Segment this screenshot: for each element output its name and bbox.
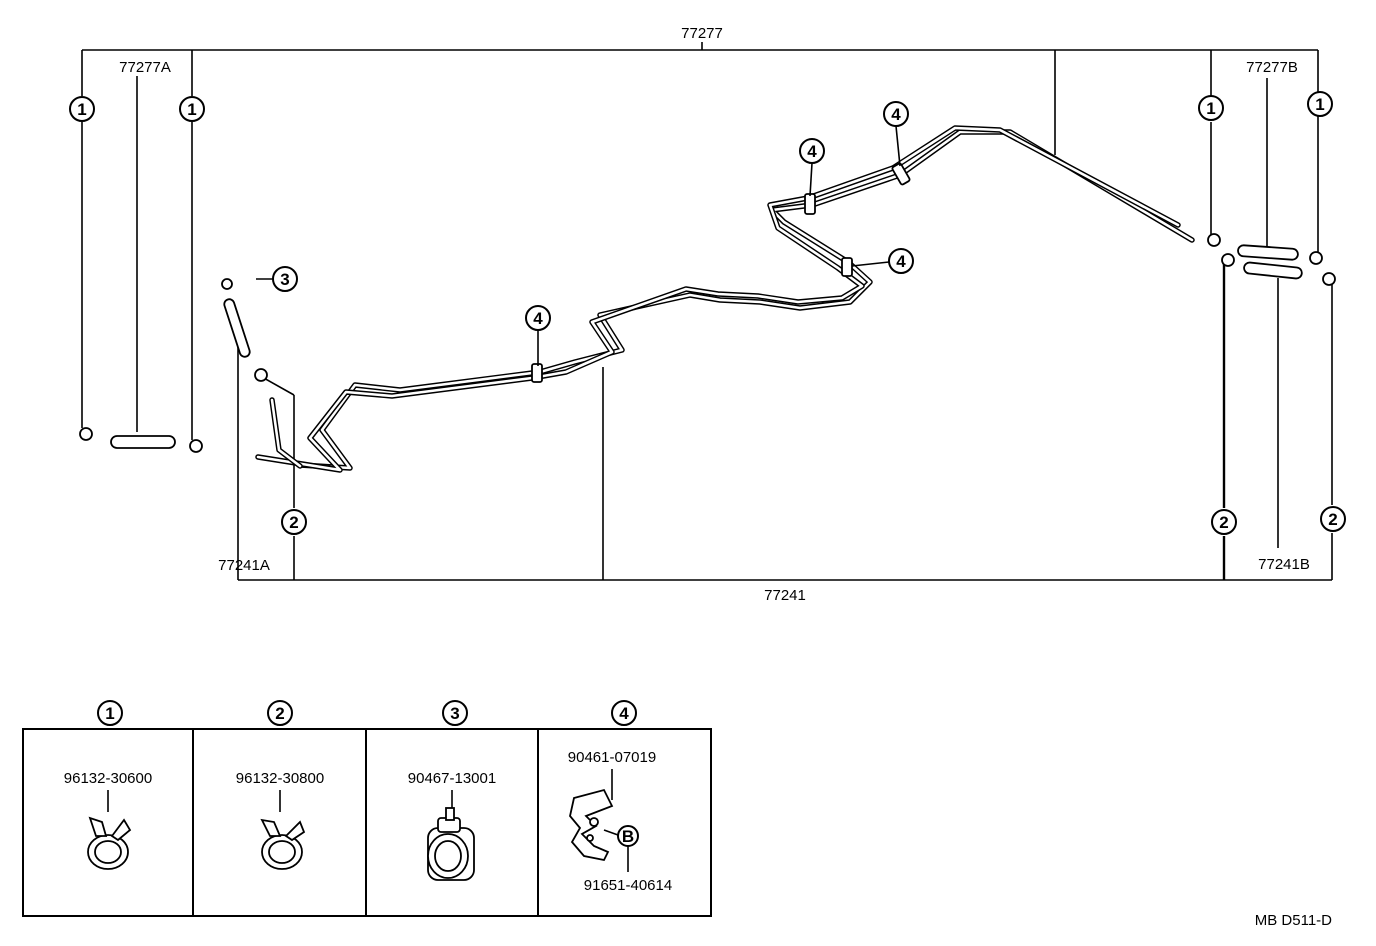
clip-left-b	[189, 439, 203, 453]
hose-clip-icon	[260, 818, 306, 870]
hose-77277a	[110, 435, 176, 449]
clip-right-d	[1322, 272, 1336, 286]
label-77277b: 77277B	[1246, 59, 1298, 76]
callout-2-left: 2	[281, 509, 307, 535]
clip-right-c	[1309, 251, 1323, 265]
clip-left-a	[79, 427, 93, 441]
svg-text:1: 1	[187, 100, 196, 119]
callout-4-a: 4	[525, 305, 551, 366]
callout-4-c: 4	[883, 101, 909, 167]
legend-header-3: 3	[442, 700, 468, 726]
svg-text:2: 2	[289, 513, 298, 532]
callout-1-left-b: 1	[179, 96, 205, 122]
svg-text:4: 4	[807, 142, 817, 161]
legend-header-1: 1	[97, 700, 123, 726]
svg-text:1: 1	[105, 704, 114, 723]
parts-legend-table: 1 2 3 4 96132-30600 96132-30800	[22, 700, 712, 917]
hose-77241b	[1243, 261, 1303, 280]
svg-text:B: B	[622, 827, 634, 846]
legend-part-3: 90467-13001	[408, 770, 496, 787]
svg-text:4: 4	[533, 309, 543, 328]
legend-part-4: 90461-07019	[568, 749, 656, 766]
legend-header-4: 4	[611, 700, 637, 726]
svg-text:2: 2	[1328, 510, 1337, 529]
svg-text:4: 4	[619, 704, 629, 723]
svg-text:2: 2	[1219, 513, 1228, 532]
callout-1-left-a: 1	[69, 96, 95, 122]
hose-fittings	[79, 233, 1336, 453]
short-tube	[223, 298, 251, 358]
svg-text:3: 3	[450, 704, 459, 723]
callout-2-right-a: 2	[1211, 509, 1237, 535]
svg-text:4: 4	[891, 105, 901, 124]
legend-part-2: 96132-30800	[236, 770, 324, 787]
svg-text:3: 3	[280, 270, 289, 289]
callout-2-right-b: 2	[1320, 506, 1346, 532]
legend-part-4-bolt: 91651-40614	[584, 877, 672, 894]
marker-b: B	[617, 825, 639, 847]
svg-text:1: 1	[77, 100, 86, 119]
callout-4-d: 4	[851, 248, 914, 274]
brake-tube-assembly	[255, 125, 1195, 473]
svg-text:4: 4	[896, 252, 906, 271]
label-77241b: 77241B	[1258, 556, 1310, 573]
callout-1-right-b: 1	[1307, 91, 1333, 117]
svg-text:1: 1	[1315, 95, 1324, 114]
legend-header-2: 2	[267, 700, 293, 726]
callout-1-right-a: 1	[1198, 95, 1224, 121]
hose-clip-icon	[87, 816, 132, 870]
svg-text:1: 1	[1206, 99, 1215, 118]
cap-fitting-icon	[427, 807, 475, 881]
clip-right-a	[1207, 233, 1221, 247]
callout-3: 3	[272, 266, 298, 292]
pipe-clips	[531, 162, 911, 383]
label-77241a: 77241A	[218, 557, 270, 574]
legend-part-1: 96132-30600	[64, 770, 152, 787]
cap-fitting	[221, 278, 233, 290]
svg-text:2: 2	[275, 704, 284, 723]
drawing-code: MB D511-D	[1255, 912, 1332, 929]
tube-bracket-lines	[237, 262, 1333, 581]
label-77241: 77241	[764, 587, 806, 604]
clip-right-b	[1221, 253, 1235, 267]
label-77277a: 77277A	[119, 59, 171, 76]
clip-mid	[254, 368, 268, 382]
hose-77277b	[1237, 244, 1299, 261]
callout-4-b: 4	[799, 138, 825, 197]
hose-bracket-lines	[81, 42, 1319, 440]
label-77277: 77277	[681, 25, 723, 42]
tube-clamp-icon	[569, 788, 614, 862]
